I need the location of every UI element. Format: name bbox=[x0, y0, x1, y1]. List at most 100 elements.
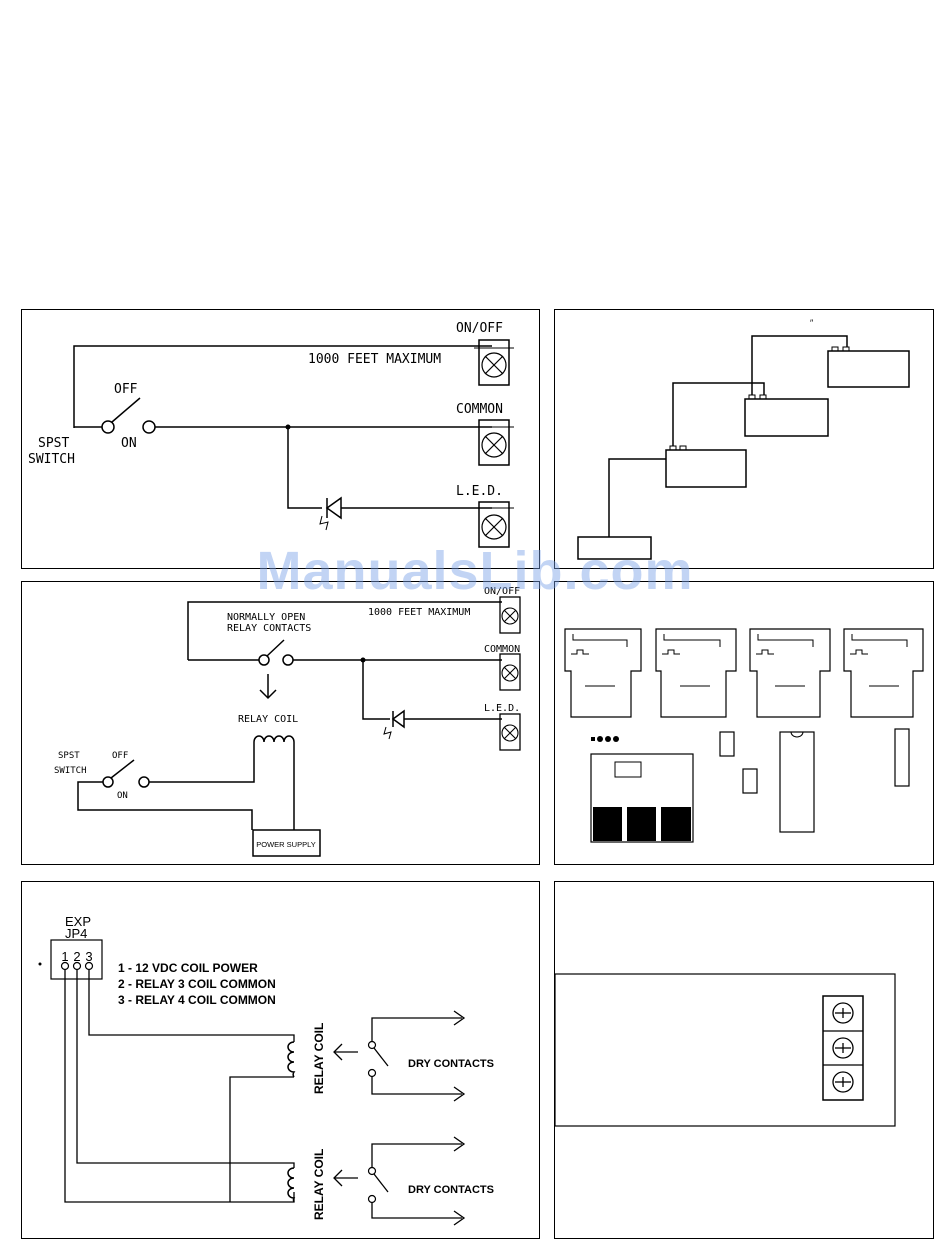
relay-led-diode-icon bbox=[383, 709, 405, 740]
relay-contacts-label-1: NORMALLY OPEN bbox=[227, 612, 305, 623]
board-layout-diagram bbox=[564, 628, 924, 843]
relay-contact-right bbox=[282, 654, 294, 666]
relay-switch-label: SWITCH bbox=[54, 766, 87, 776]
relay-coil-2-label: RELAY COIL bbox=[312, 1149, 326, 1220]
microcontroller-chip bbox=[779, 731, 815, 833]
exp-label: EXP bbox=[65, 914, 91, 929]
pin-2 bbox=[72, 961, 82, 971]
switch-wiring-panel: ON/OFF 1000 FEET MAXIMUM COMMON L.E.D. O… bbox=[21, 309, 540, 569]
relay-contact-left bbox=[258, 654, 270, 666]
module-box-3 bbox=[827, 350, 910, 388]
cable-3 bbox=[751, 335, 848, 395]
cable-1 bbox=[608, 458, 666, 537]
led-label: L.E.D. bbox=[456, 484, 503, 499]
daisy-chain-diagram: ″ bbox=[577, 318, 910, 560]
pin-3 bbox=[84, 961, 94, 971]
led-diode-icon bbox=[319, 496, 342, 531]
corner-mark: ″ bbox=[810, 318, 814, 328]
screw-terminal-block bbox=[822, 995, 864, 1101]
dry-contacts-1-icon bbox=[367, 1010, 466, 1102]
relay-module-4 bbox=[843, 628, 924, 718]
relay-coil-1-label: RELAY COIL bbox=[312, 1023, 326, 1094]
coil-action-arrow-icon bbox=[259, 674, 277, 700]
relay-terminal-common-icon bbox=[499, 653, 521, 691]
off-label: OFF bbox=[114, 382, 138, 397]
daisy-chain-panel: ″ bbox=[554, 309, 934, 569]
switch-return-wire bbox=[77, 781, 253, 830]
coil-wire-left bbox=[149, 742, 255, 783]
marker-dot bbox=[38, 962, 42, 966]
terminal-common-icon bbox=[474, 419, 514, 466]
relay-coil-2-icon bbox=[287, 1167, 296, 1203]
relay-common-label: COMMON bbox=[484, 644, 520, 655]
relay-led-label: L.E.D. bbox=[484, 703, 520, 714]
pin-3-label: 3 bbox=[85, 949, 92, 964]
legend-line-3: 3 - RELAY 4 COIL COMMON bbox=[118, 993, 276, 1007]
relay-spst-label: SPST bbox=[58, 751, 80, 761]
switch-wiring-diagram: ON/OFF 1000 FEET MAXIMUM COMMON L.E.D. O… bbox=[28, 321, 514, 548]
relay-module-2 bbox=[655, 628, 737, 718]
relay-module-1 bbox=[564, 628, 642, 718]
terminal-inset-diagram bbox=[555, 973, 896, 1127]
screw-3-icon bbox=[832, 1071, 854, 1093]
relay-wiring-panel: POWER SUPPLY ON/OFF 1000 FEET MAXIMUM NO… bbox=[21, 581, 540, 865]
relay-distance-label: 1000 FEET MAXIMUM bbox=[368, 607, 470, 618]
expansion-relay-panel: EXP JP4 1 2 3 1 - 12 VDC COIL POWER 2 - … bbox=[21, 881, 540, 1239]
relay-wiring-diagram: POWER SUPPLY ON/OFF 1000 FEET MAXIMUM NO… bbox=[54, 586, 521, 857]
inset-frame bbox=[555, 973, 896, 1127]
on-label: ON bbox=[121, 436, 137, 451]
distance-label: 1000 FEET MAXIMUM bbox=[308, 352, 441, 367]
switch-label: SWITCH bbox=[28, 452, 75, 467]
relay-led-wire bbox=[362, 660, 390, 720]
spst-blade bbox=[110, 759, 135, 779]
spst-label: SPST bbox=[38, 436, 69, 451]
connector-header bbox=[894, 728, 910, 787]
terminal-block bbox=[590, 753, 694, 843]
relay-on-off-wire bbox=[187, 601, 502, 660]
relay-on-label: ON bbox=[117, 791, 128, 801]
relay-coil-label: RELAY COIL bbox=[238, 714, 298, 725]
dry-contacts-2-label: DRY CONTACTS bbox=[408, 1184, 494, 1196]
coil-1-arrow-icon bbox=[333, 1043, 358, 1061]
terminal-inset-panel bbox=[554, 881, 934, 1239]
pin-1-label: 1 bbox=[61, 949, 68, 964]
jp4-label: JP4 bbox=[65, 926, 87, 941]
legend-line-2: 2 - RELAY 3 COIL COMMON bbox=[118, 977, 276, 991]
relay-coil-icon bbox=[253, 735, 295, 743]
on-off-wire bbox=[73, 345, 492, 428]
pin-2-label: 2 bbox=[73, 949, 80, 964]
switch-blade bbox=[111, 397, 141, 423]
base-unit-box bbox=[577, 536, 652, 560]
switch-terminal-left bbox=[101, 420, 115, 434]
led-wire bbox=[287, 427, 322, 509]
coil-power-wire bbox=[229, 1076, 294, 1202]
relay-contacts-label-2: RELAY CONTACTS bbox=[227, 623, 311, 634]
pin-3-wire bbox=[88, 970, 295, 1042]
cable-2 bbox=[672, 382, 765, 446]
legend-line-1: 1 - 12 VDC COIL POWER bbox=[118, 961, 258, 975]
relay-on-off-label: ON/OFF bbox=[484, 586, 520, 597]
indicator-leds-icon bbox=[591, 736, 619, 742]
relay-coil-1-icon bbox=[287, 1041, 296, 1078]
terminal-on-off-icon bbox=[474, 339, 514, 386]
board-layout-panel bbox=[554, 581, 934, 865]
power-supply-box bbox=[252, 829, 321, 857]
expansion-relay-diagram: EXP JP4 1 2 3 1 - 12 VDC COIL POWER 2 - … bbox=[38, 914, 494, 1226]
power-supply-label: POWER SUPPLY bbox=[256, 840, 315, 849]
pin-2-wire bbox=[76, 970, 295, 1168]
on-off-label: ON/OFF bbox=[456, 321, 503, 336]
dry-contacts-2-icon bbox=[367, 1136, 466, 1226]
screw-1-icon bbox=[832, 1002, 854, 1024]
dry-contacts-1-label: DRY CONTACTS bbox=[408, 1058, 494, 1070]
coil-2-arrow-icon bbox=[333, 1169, 358, 1187]
small-chip-1 bbox=[719, 731, 735, 757]
screw-2-icon bbox=[832, 1037, 854, 1059]
pin-1-wire bbox=[64, 970, 295, 1203]
module-box-1 bbox=[665, 449, 747, 488]
relay-contact-blade bbox=[266, 639, 285, 657]
relay-off-label: OFF bbox=[112, 751, 128, 761]
common-label: COMMON bbox=[456, 402, 503, 417]
small-chip-2 bbox=[742, 768, 758, 794]
spst-terminal-right bbox=[138, 776, 150, 788]
terminal-led-icon bbox=[474, 501, 514, 548]
